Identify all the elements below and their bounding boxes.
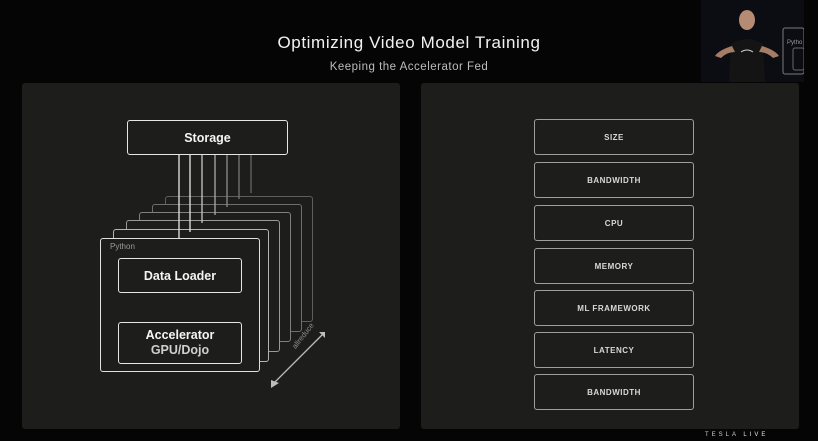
- slide-title: Optimizing Video Model Training: [277, 33, 541, 52]
- brand-word: TESLA: [705, 432, 739, 438]
- metrics-panel: SIZE BANDWIDTH CPU MEMORY ML FRAMEWORK L…: [421, 83, 799, 429]
- metric-bandwidth-2: BANDWIDTH: [534, 374, 694, 410]
- python-label: Python: [110, 242, 135, 251]
- arrow-head: [319, 332, 325, 338]
- metric-bandwidth: BANDWIDTH: [534, 162, 694, 198]
- pipeline-diagram-panel: Storage Python Data Loader Accelerator G…: [22, 83, 400, 429]
- metric-cpu: CPU: [534, 205, 694, 241]
- live-word: LIVE: [743, 432, 769, 438]
- arrow-head: [271, 380, 279, 388]
- allreduce-arrow-line: [273, 334, 323, 384]
- storage-label: Storage: [184, 130, 231, 145]
- presenter-figure-icon: [701, 0, 804, 82]
- speaker-video-inset: Pytho: [701, 0, 804, 82]
- video-inset-label: Pytho: [787, 40, 803, 46]
- data-loader-box: Data Loader: [118, 258, 242, 293]
- accelerator-box: Accelerator GPU/Dojo: [118, 322, 242, 364]
- metric-ml-framework: ML FRAMEWORK: [534, 290, 694, 326]
- tesla-live-logo: TESLA LIVE: [705, 432, 768, 438]
- metric-memory: MEMORY: [534, 248, 694, 284]
- storage-box: Storage: [127, 120, 288, 155]
- metric-latency: LATENCY: [534, 332, 694, 368]
- metric-size: SIZE: [534, 119, 694, 155]
- accelerator-sub-label: GPU/Dojo: [150, 343, 210, 357]
- accelerator-label: Accelerator: [145, 328, 215, 342]
- slide-subtitle: Keeping the Accelerator Fed: [329, 61, 489, 73]
- data-loader-label: Data Loader: [143, 268, 217, 283]
